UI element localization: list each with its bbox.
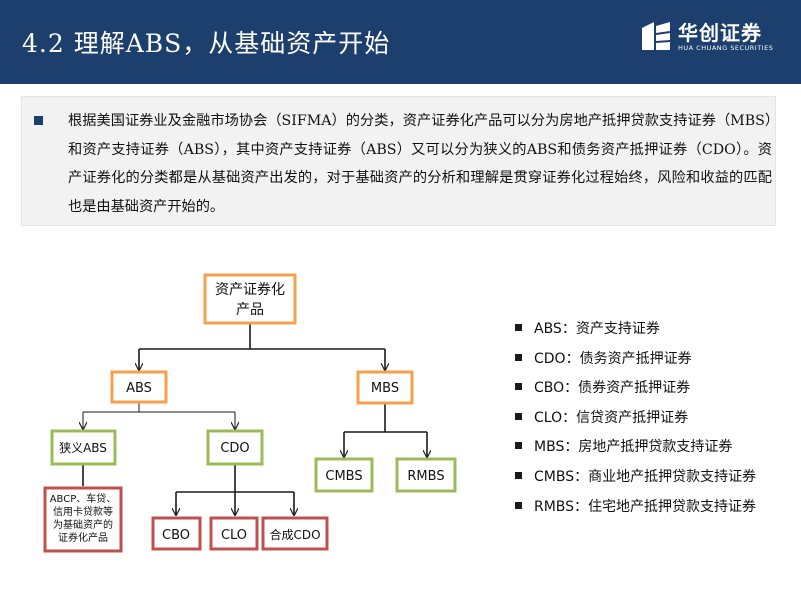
node-cbo: CBO: [151, 516, 202, 551]
svg-text:CMBS: CMBS: [325, 469, 362, 484]
legend-text: RMBS：住宅地产抵押贷款支持证券: [534, 498, 757, 515]
bullet-square-icon: [515, 442, 522, 450]
intro-panel: 根据美国证券业及金融市场协会（SIFMA）的分类，资产证券化产品可以分为房地产抵…: [21, 96, 776, 226]
node-securitization-products: 资产证券化 产品: [203, 273, 297, 325]
legend-item: MBS：房地产抵押贷款支持证券: [515, 434, 795, 464]
intro-paragraph: 根据美国证券业及金融市场协会（SIFMA）的分类，资产证券化产品可以分为房地产抵…: [68, 113, 772, 215]
legend-item: CBO：债券资产抵押证券: [515, 375, 795, 405]
svg-text:ABCP、车贷、: ABCP、车贷、: [50, 492, 117, 505]
node-narrow-abs: 狭义ABS: [50, 429, 117, 466]
legend-item: CLO：信贷资产抵押证券: [515, 405, 795, 435]
bullet-square-icon: [515, 501, 522, 509]
bullet-square-icon: [515, 471, 522, 479]
svg-text:信用卡贷款等: 信用卡贷款等: [53, 505, 113, 518]
node-clo: CLO: [209, 516, 259, 551]
header-bar: 4.2 理解ABS，从基础资产开始 华创证券 HUA CHUANG SECURI…: [0, 0, 801, 84]
legend-text: CDO：债务资产抵押证券: [534, 350, 692, 367]
legend-item: CDO：债务资产抵押证券: [515, 346, 795, 376]
svg-text:RMBS: RMBS: [407, 469, 444, 484]
svg-text:证券化产品: 证券化产品: [58, 531, 108, 544]
abbreviation-legend: ABS：资产支持证券 CDO：债务资产抵押证券 CBO：债券资产抵押证券 CLO…: [515, 316, 795, 523]
legend-text: CLO：信贷资产抵押证券: [534, 409, 689, 426]
legend-item: CMBS：商业地产抵押贷款支持证券: [515, 464, 795, 494]
svg-text:狭义ABS: 狭义ABS: [59, 441, 107, 455]
page-title: 4.2 理解ABS，从基础资产开始: [22, 29, 391, 58]
logo-chinese-text: 华创证券: [678, 21, 762, 45]
svg-text:ABS: ABS: [126, 381, 152, 396]
node-mbs: MBS: [356, 370, 414, 405]
svg-text:CBO: CBO: [162, 528, 190, 543]
node-cmbs: CMBS: [314, 457, 374, 493]
legend-item: ABS：资产支持证券: [515, 316, 795, 346]
node-synthetic-cdo: 合成CDO: [261, 516, 329, 551]
svg-text:CDO: CDO: [220, 441, 249, 456]
bullet-square-icon: [34, 116, 43, 125]
svg-text:产品: 产品: [236, 302, 264, 318]
legend-text: CMBS：商业地产抵押贷款支持证券: [534, 468, 757, 485]
svg-text:为基础资产的: 为基础资产的: [53, 518, 113, 531]
svg-text:资产证券化: 资产证券化: [215, 282, 285, 298]
bullet-square-icon: [515, 412, 522, 420]
node-abcp-products: ABCP、车贷、 信用卡贷款等 为基础资产的 证券化产品: [43, 486, 123, 553]
svg-text:合成CDO: 合成CDO: [269, 527, 320, 542]
logo-english-text: HUA CHUANG SECURITIES: [678, 44, 774, 52]
legend-item: RMBS：住宅地产抵押贷款支持证券: [515, 494, 795, 524]
legend-text: MBS：房地产抵押贷款支持证券: [534, 439, 733, 456]
connector-lines: [83, 323, 427, 515]
svg-text:MBS: MBS: [371, 381, 399, 396]
node-rmbs: RMBS: [395, 457, 457, 493]
node-abs: ABS: [110, 370, 168, 404]
legend-text: ABS：资产支持证券: [534, 321, 660, 337]
logo-mark-icon: [642, 22, 671, 50]
node-cdo: CDO: [206, 429, 264, 466]
bullet-square-icon: [515, 353, 522, 361]
legend-text: CBO：债券资产抵押证券: [534, 380, 691, 397]
company-logo: 华创证券 HUA CHUANG SECURITIES: [640, 18, 790, 68]
bullet-square-icon: [515, 383, 522, 391]
svg-text:CLO: CLO: [221, 528, 247, 543]
bullet-square-icon: [515, 324, 522, 331]
